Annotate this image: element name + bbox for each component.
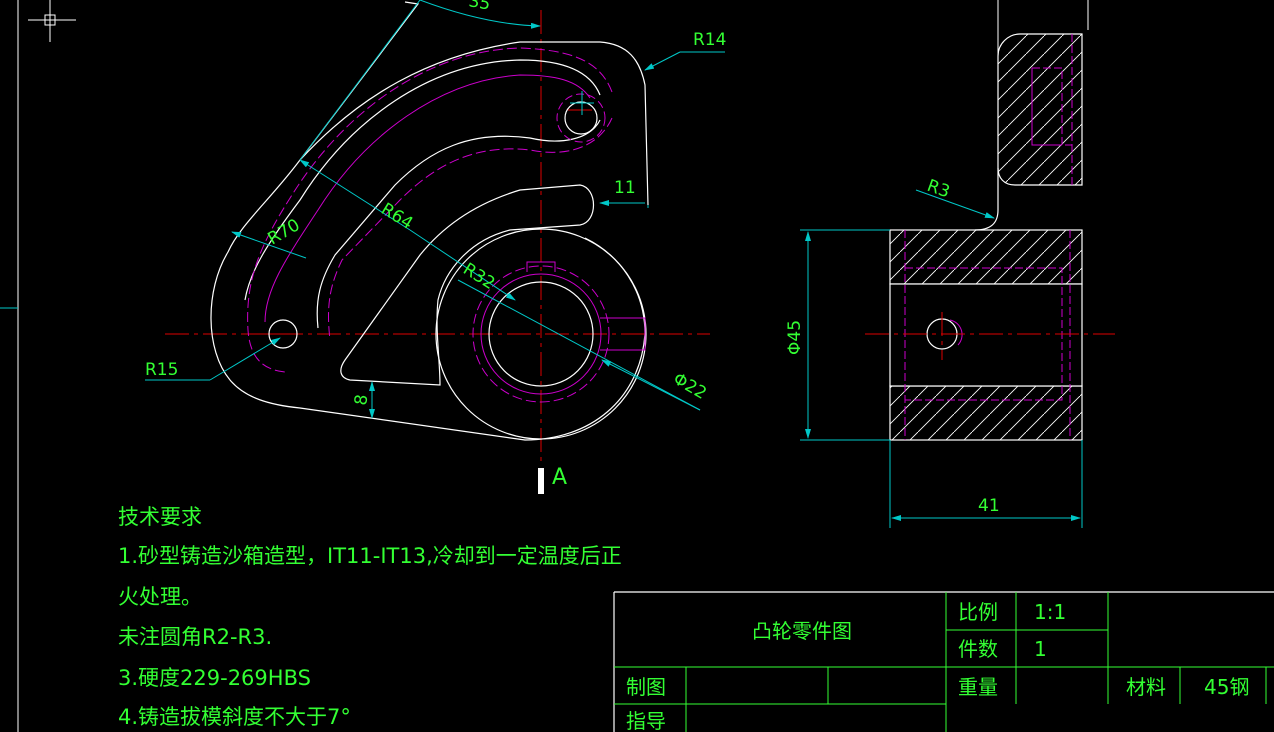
count-label: 件数 (958, 637, 998, 661)
dim-r14: R14 (693, 30, 726, 50)
tech-note-line: 未注圆角R2-R3. (118, 625, 272, 649)
title-block-border (613, 591, 1274, 732)
bore-hidden-circle (472, 265, 610, 403)
dim-d22: Φ22 (670, 369, 710, 404)
dim-r32: R32 (459, 259, 498, 294)
tech-note-line: 4.铸造拔模斜度不大于7° (118, 705, 351, 729)
drawing-name: 凸轮零件图 (752, 619, 852, 643)
cam-top-outline (299, 41, 649, 206)
upper-arm-section (997, 33, 1083, 186)
cam-groove-hidden-inner (264, 74, 591, 323)
cam-groove-hidden (247, 47, 613, 373)
bore-hidden-circle-2 (480, 273, 602, 395)
dim-r64: R64 (377, 199, 416, 234)
pin-hole-top (564, 101, 598, 135)
tech-notes-heading: 技术要求 (118, 505, 202, 529)
dim-r3: R3 (924, 176, 952, 203)
pin-hole-top-hidden (556, 93, 606, 143)
side-fillet (974, 168, 999, 231)
tech-note-line: 1.砂型铸造沙箱造型，IT11-IT13,冷却到一定温度后正 (118, 544, 622, 568)
tech-note-line: 3.硬度229-269HBS (118, 666, 311, 690)
dim-d45: Φ45 (785, 320, 805, 355)
tech-notes: 技术要求 1.砂型铸造沙箱造型，IT11-IT13,冷却到一定温度后正 火处理。… (118, 505, 622, 729)
dim-w41: 41 (978, 496, 1000, 516)
inner-cutout (340, 184, 594, 386)
count-value: 1 (1034, 637, 1047, 661)
hub-outer-circle (435, 228, 647, 440)
dim-r70: R70 (265, 215, 304, 249)
ucs-crosshair-icon (28, 0, 76, 42)
cam-groove-outline (244, 59, 601, 329)
scale-label: 比例 (958, 600, 998, 624)
drawn-by-label: 制图 (626, 675, 666, 699)
side-pin-hole-hidden (949, 319, 963, 346)
material-value: 45钢 (1204, 675, 1249, 699)
section-view-label: A (552, 465, 567, 490)
dim-r15: R15 (145, 360, 178, 380)
hub-bore (889, 283, 1083, 387)
section-arrow-marker (538, 468, 544, 494)
pin-hole-top-cross (570, 91, 594, 115)
pin-hole-left (268, 319, 298, 349)
front-view: A 35 R14 R70 R64 R32 R15 Φ22 11 8 (145, 0, 726, 494)
bore-circle (488, 281, 594, 387)
upper-arm-pocket (1031, 68, 1062, 146)
hub-section-bottom (889, 385, 1083, 441)
guide-label: 指导 (626, 709, 666, 732)
side-centerlines (865, 312, 1115, 360)
side-view: R3 Φ45 41 (785, 0, 1115, 528)
weight-label: 重量 (958, 675, 998, 699)
upper-arm-hidden (1032, 34, 1073, 185)
hub-section-top (889, 229, 1083, 285)
tech-note-line: 火处理。 (118, 585, 202, 609)
dim-top-angle: 35 (467, 0, 492, 15)
material-label: 材料 (1126, 675, 1166, 699)
keyway-top (526, 261, 556, 272)
side-dimension-lines (800, 189, 1083, 528)
scale-value: 1:1 (1034, 600, 1066, 624)
title-block: 凸轮零件图 比例 1:1 件数 1 制图 重量 材料 45钢 指导 (613, 591, 1274, 732)
dim-w8: 8 (351, 393, 372, 407)
title-block-grid (614, 592, 1274, 732)
keyway-right (600, 317, 646, 351)
dim-w11: 11 (614, 178, 636, 198)
front-dimension-lines (145, 0, 725, 419)
